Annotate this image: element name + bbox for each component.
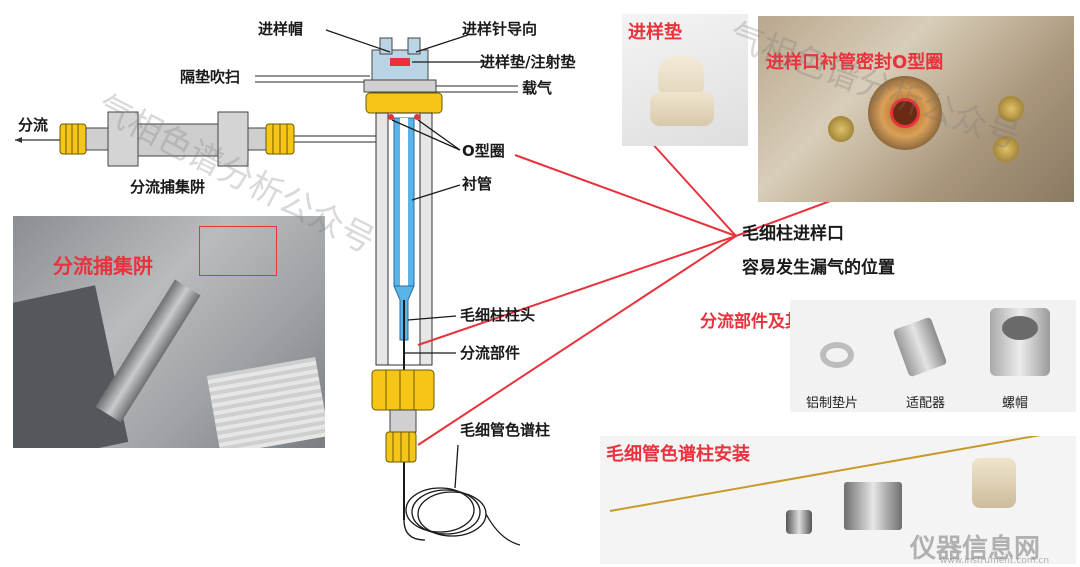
oring-photo: 进样口衬管密封O型圈 (758, 16, 1074, 202)
split-parts-photo: 铝制垫片 适配器 螺帽 (790, 300, 1076, 412)
instrument-logo: 仪器信息网 (910, 534, 1041, 564)
split-trap-label: 分流捕集阱 (130, 178, 206, 196)
split-trap-photo: 分流捕集阱 (13, 216, 325, 448)
purge-label: 隔垫吹扫 (180, 68, 241, 86)
column-install-photo: 毛细管色谱柱安装 仪器信息网 www.instrument.com.cn (600, 436, 1076, 564)
septum-photo-caption: 进样垫 (628, 22, 682, 43)
column-install-caption: 毛细管色谱柱安装 (606, 444, 750, 465)
split-part-label: 分流部件 (460, 344, 521, 362)
split-trap-photo-caption: 分流捕集阱 (53, 254, 153, 278)
nut-label: 螺帽 (1002, 396, 1029, 411)
capillary-column-label: 毛细管色谱柱 (460, 421, 551, 439)
washer-label: 铝制垫片 (806, 396, 859, 411)
liner-label: 衬管 (462, 175, 493, 193)
inlet-title: 毛细柱进样口 (742, 224, 844, 244)
septum-photo: 进样垫 (622, 14, 748, 146)
needle-guide-label: 进样针导向 (462, 20, 538, 38)
oring-photo-caption: 进样口衬管密封O型圈 (766, 52, 944, 73)
adapter-label: 适配器 (906, 396, 946, 411)
instrument-url: www.instrument.com.cn (940, 556, 1050, 564)
split-label: 分流 (18, 116, 49, 134)
septum-label: 进样垫/注射垫 (480, 53, 576, 71)
leak-title: 容易发生漏气的位置 (742, 258, 895, 278)
oring-label: O型圈 (462, 142, 505, 160)
septum-cap-label: 进样帽 (258, 20, 304, 38)
split-trap-drawing (15, 111, 380, 167)
column-head-label: 毛细柱柱头 (460, 306, 536, 324)
column-coil (403, 487, 521, 546)
carrier-gas-label: 载气 (522, 79, 553, 97)
